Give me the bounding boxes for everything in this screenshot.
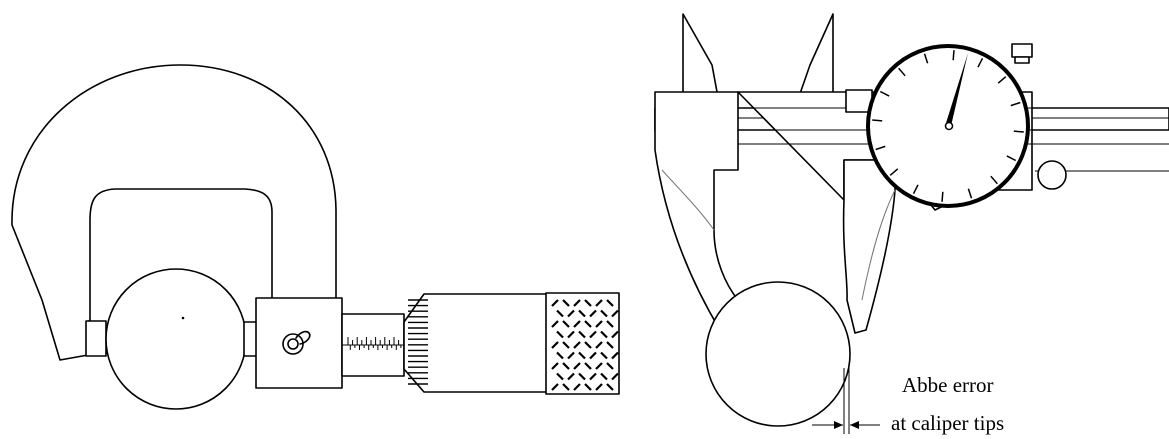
dial-tick [952,50,955,61]
sliding-lower-jaw [842,159,896,334]
dial-tick [990,175,998,185]
dial-scale [872,50,1024,202]
ball-center-dot [181,316,185,320]
dial-tick [879,90,890,97]
dial-caliper: Abbe error at caliper tips [654,13,1169,435]
thimble-scale [408,299,428,385]
thumb-roller [1037,160,1067,190]
abbe-error-label-line1: Abbe error [902,373,994,397]
micrometer-frame [11,64,337,361]
dial-pivot [944,121,954,131]
lock-knob-icon [282,330,311,355]
dial-tick [875,145,886,151]
abbe-error-label-line2: at caliper tips [891,411,1004,435]
dial-tick [912,184,919,195]
bezel-lock [1011,43,1033,58]
dial-tick [941,191,944,202]
anvil [85,320,107,357]
dial-tick [923,53,929,64]
dial-needle [946,53,968,126]
ball [705,281,851,427]
dial-tick [977,57,984,68]
micrometer [11,64,620,410]
thimble [403,293,549,393]
ball [105,268,247,410]
dial-tick [898,67,906,77]
dial-tick [1006,155,1017,162]
fixed-lower-jaw [654,91,739,333]
dial-tick [967,188,973,199]
sleeve-scale [347,337,402,350]
dial-tick [889,168,899,176]
dial-tick [997,76,1007,84]
lock-body [255,297,343,389]
dial-tick [872,119,883,122]
abbe-error-marker [812,368,880,434]
dial-tick [1010,101,1021,107]
dial-tick [1013,130,1024,133]
knurl-pattern [551,299,619,391]
